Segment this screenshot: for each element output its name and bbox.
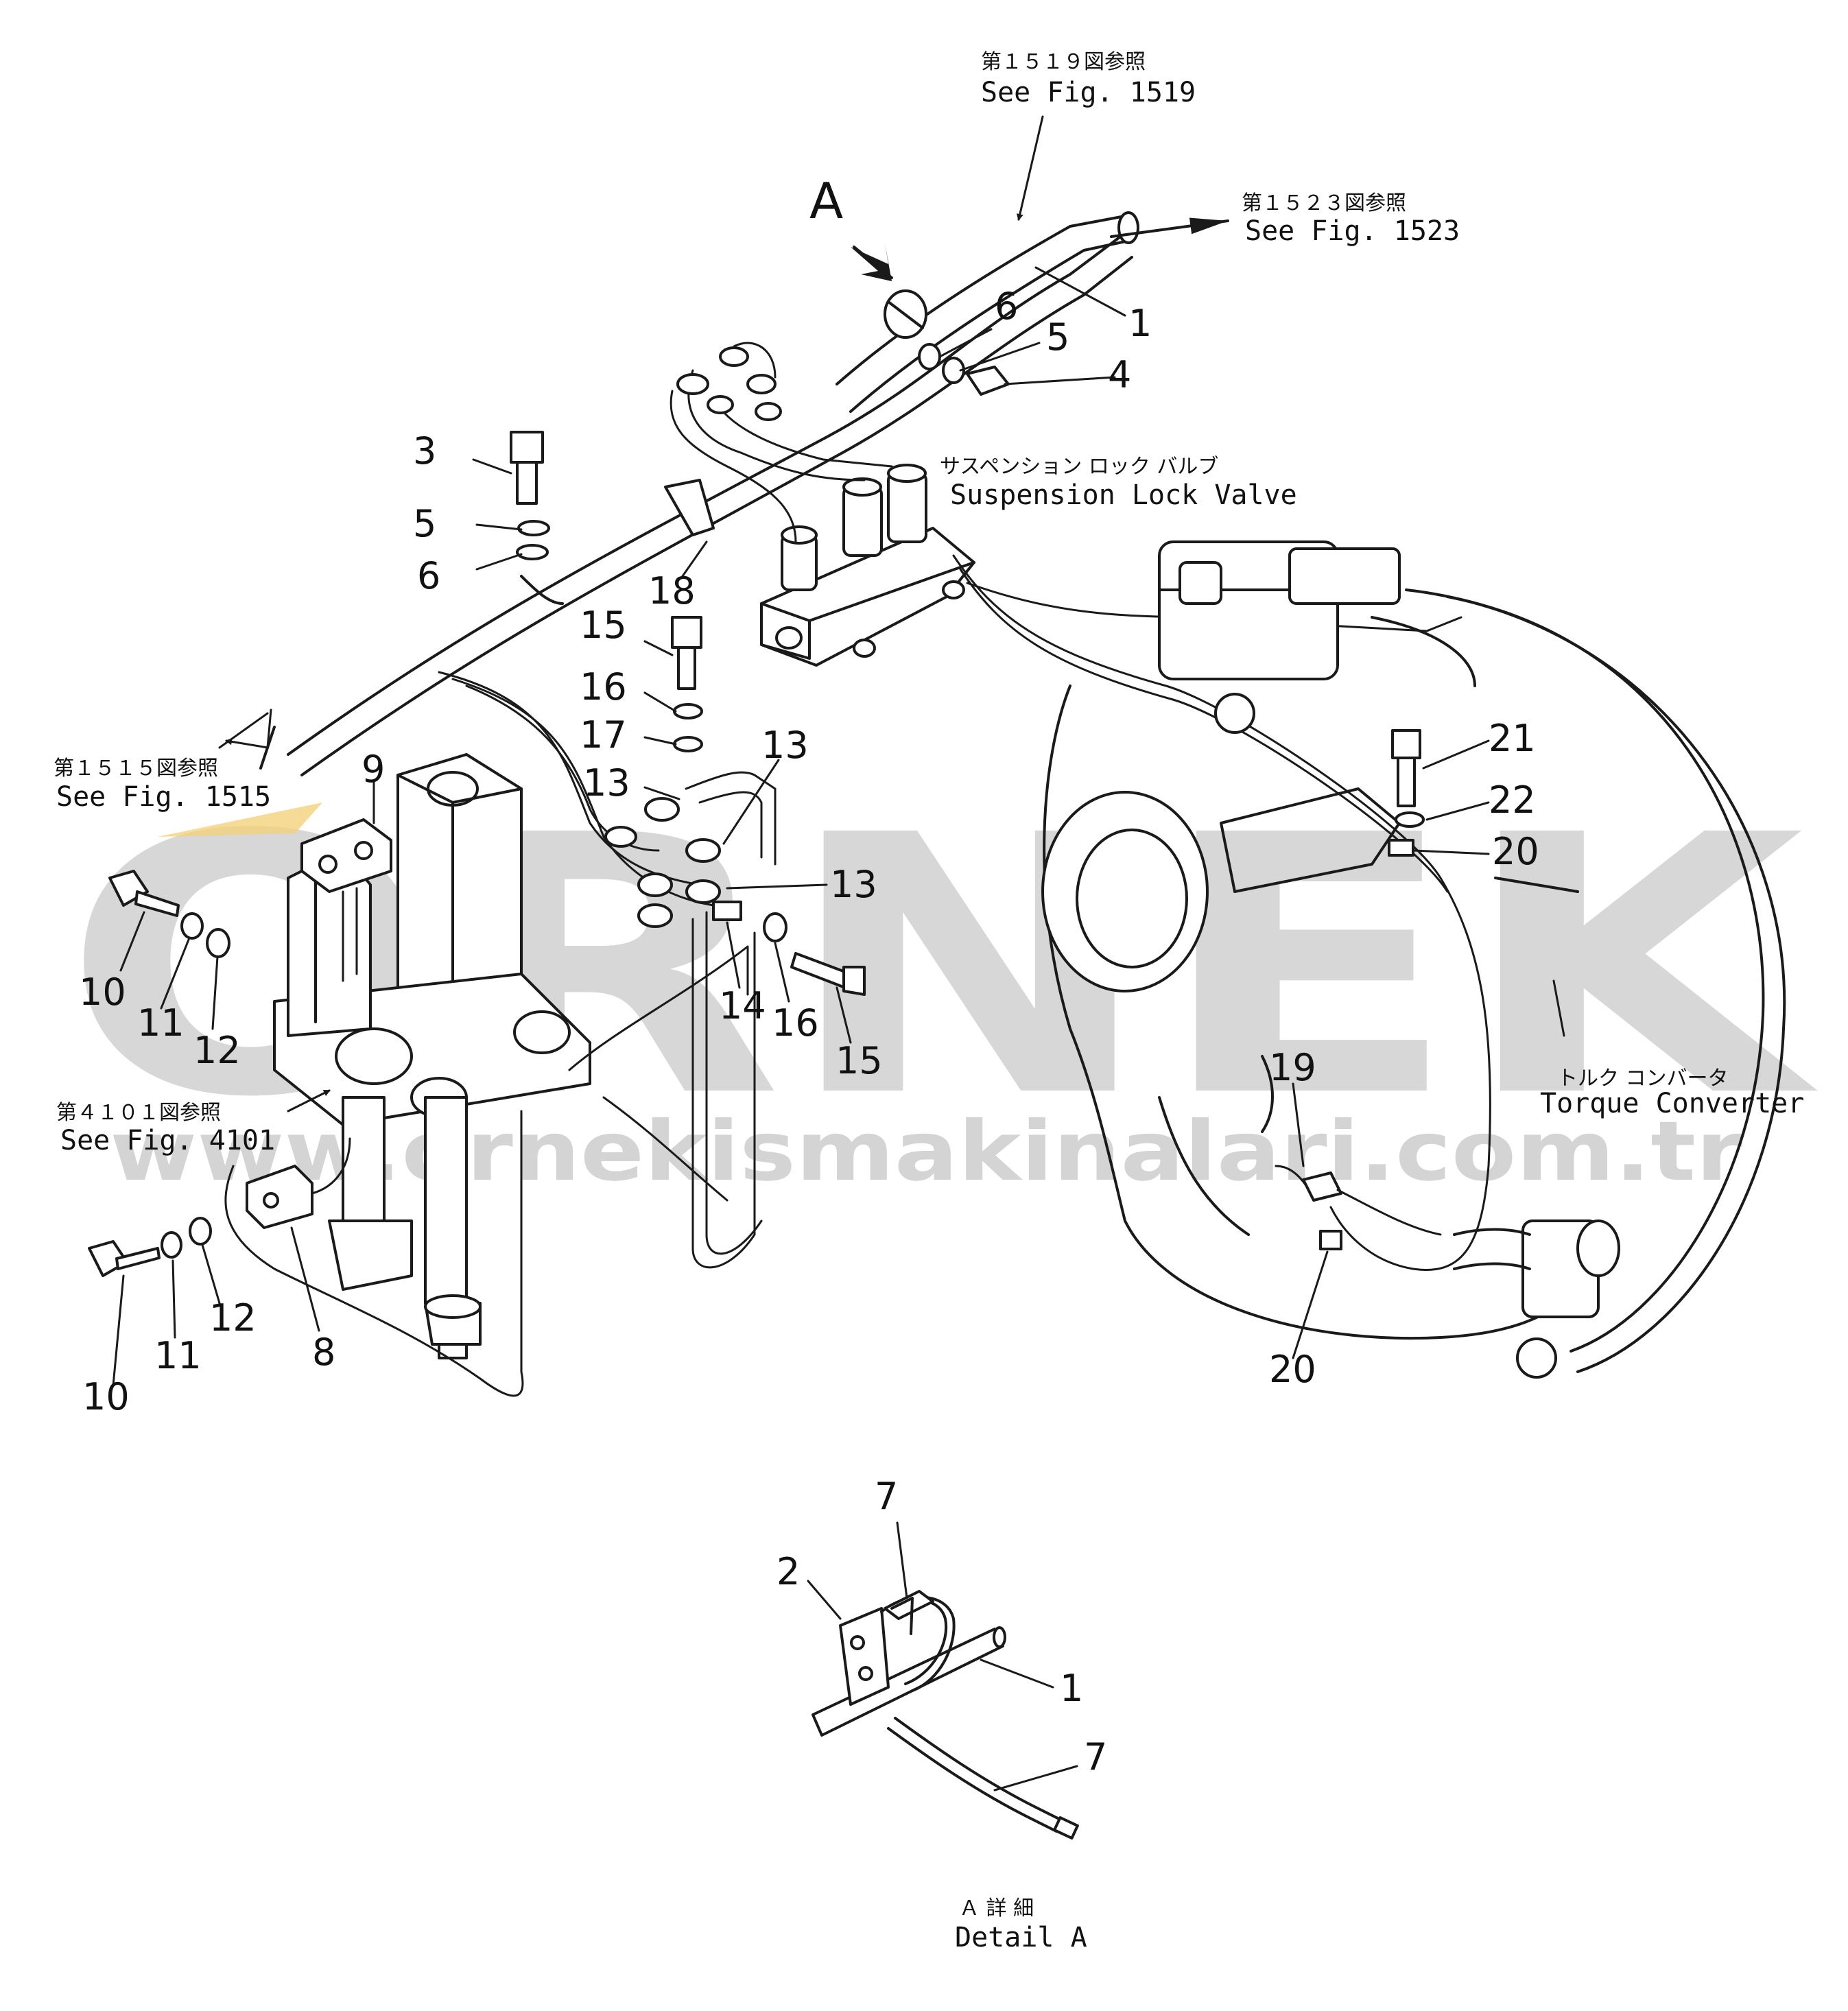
torque-converter-en: Torque Converter (1540, 1088, 1804, 1119)
detail-a-en: Detail A (955, 1922, 1087, 1953)
callout-11: 11 (137, 1001, 185, 1045)
callout-1: 1 (1060, 1667, 1083, 1710)
callout-10: 10 (79, 971, 126, 1014)
detail-a-jp: Ａ 詳 細 (959, 1896, 1034, 1920)
fasteners (88, 343, 1010, 1277)
callout-10: 10 (82, 1375, 130, 1418)
callout-12: 12 (193, 1029, 241, 1072)
callout-18: 18 (648, 569, 696, 612)
ref-1519-jp: 第１５１９図参照 (981, 50, 1146, 74)
ref-1523-en: See Fig. 1523 (1245, 215, 1460, 247)
part-callouts: 1 6 5 4 3 5 6 18 15 16 17 13 13 13 9 10 … (79, 285, 1539, 1778)
detail-a-view (807, 1521, 1079, 1840)
torque-converter-housing (1041, 540, 1786, 1379)
ref-1515-en: See Fig. 1515 (56, 781, 271, 813)
callout-12: 12 (209, 1296, 257, 1340)
callout-1: 1 (1128, 302, 1152, 345)
callout-16: 16 (772, 1001, 819, 1045)
torque-converter-jp: トルク コンバータ (1557, 1067, 1729, 1091)
callout-21: 21 (1489, 717, 1536, 760)
view-marker-a: A (809, 172, 843, 230)
tube-fittings (438, 671, 777, 928)
callout-20: 20 (1492, 830, 1539, 873)
watermark-accent (158, 802, 322, 837)
callout-13: 13 (761, 724, 809, 767)
callout-7: 7 (1084, 1735, 1107, 1778)
ref-1519-en: See Fig. 1519 (981, 77, 1196, 108)
valve-bracket (224, 753, 763, 1397)
callout-3: 3 (413, 429, 436, 473)
callout-5: 5 (1046, 316, 1069, 359)
callout-6: 6 (417, 554, 440, 597)
callout-5: 5 (413, 502, 436, 545)
callout-14: 14 (719, 984, 766, 1027)
callout-16: 16 (580, 665, 627, 709)
callout-6: 6 (995, 285, 1018, 328)
callout-15: 15 (836, 1039, 883, 1082)
callout-13: 13 (830, 863, 877, 906)
callout-19: 19 (1269, 1046, 1316, 1089)
suspension-lock-valve (670, 342, 1491, 1271)
callout-22: 22 (1489, 778, 1536, 822)
reference-labels: 第１５１９図参照 See Fig. 1519 第１５２３図参照 See Fig.… (54, 50, 1804, 1953)
callout-11: 11 (154, 1334, 202, 1377)
suspension-lock-valve-jp: サスペンション ロック バルブ (940, 455, 1218, 479)
callout-20: 20 (1269, 1348, 1316, 1391)
ref-4101-en: See Fig. 4101 (60, 1125, 275, 1156)
ref-1523-jp: 第１５２３図参照 (1242, 191, 1406, 215)
callout-4: 4 (1108, 353, 1131, 396)
suspension-lock-valve-en: Suspension Lock Valve (950, 479, 1297, 511)
ref-4101-jp: 第４１０１図参照 (56, 1101, 221, 1125)
callout-2: 2 (777, 1550, 800, 1593)
callout-9: 9 (362, 748, 385, 791)
callout-13: 13 (583, 761, 630, 805)
callout-17: 17 (580, 713, 627, 757)
callout-8: 8 (312, 1331, 335, 1374)
callout-7: 7 (875, 1475, 898, 1518)
ref-1515-jp: 第１５１５図参照 (54, 757, 218, 781)
callout-15: 15 (580, 604, 627, 647)
leader-lines (112, 266, 1565, 1387)
